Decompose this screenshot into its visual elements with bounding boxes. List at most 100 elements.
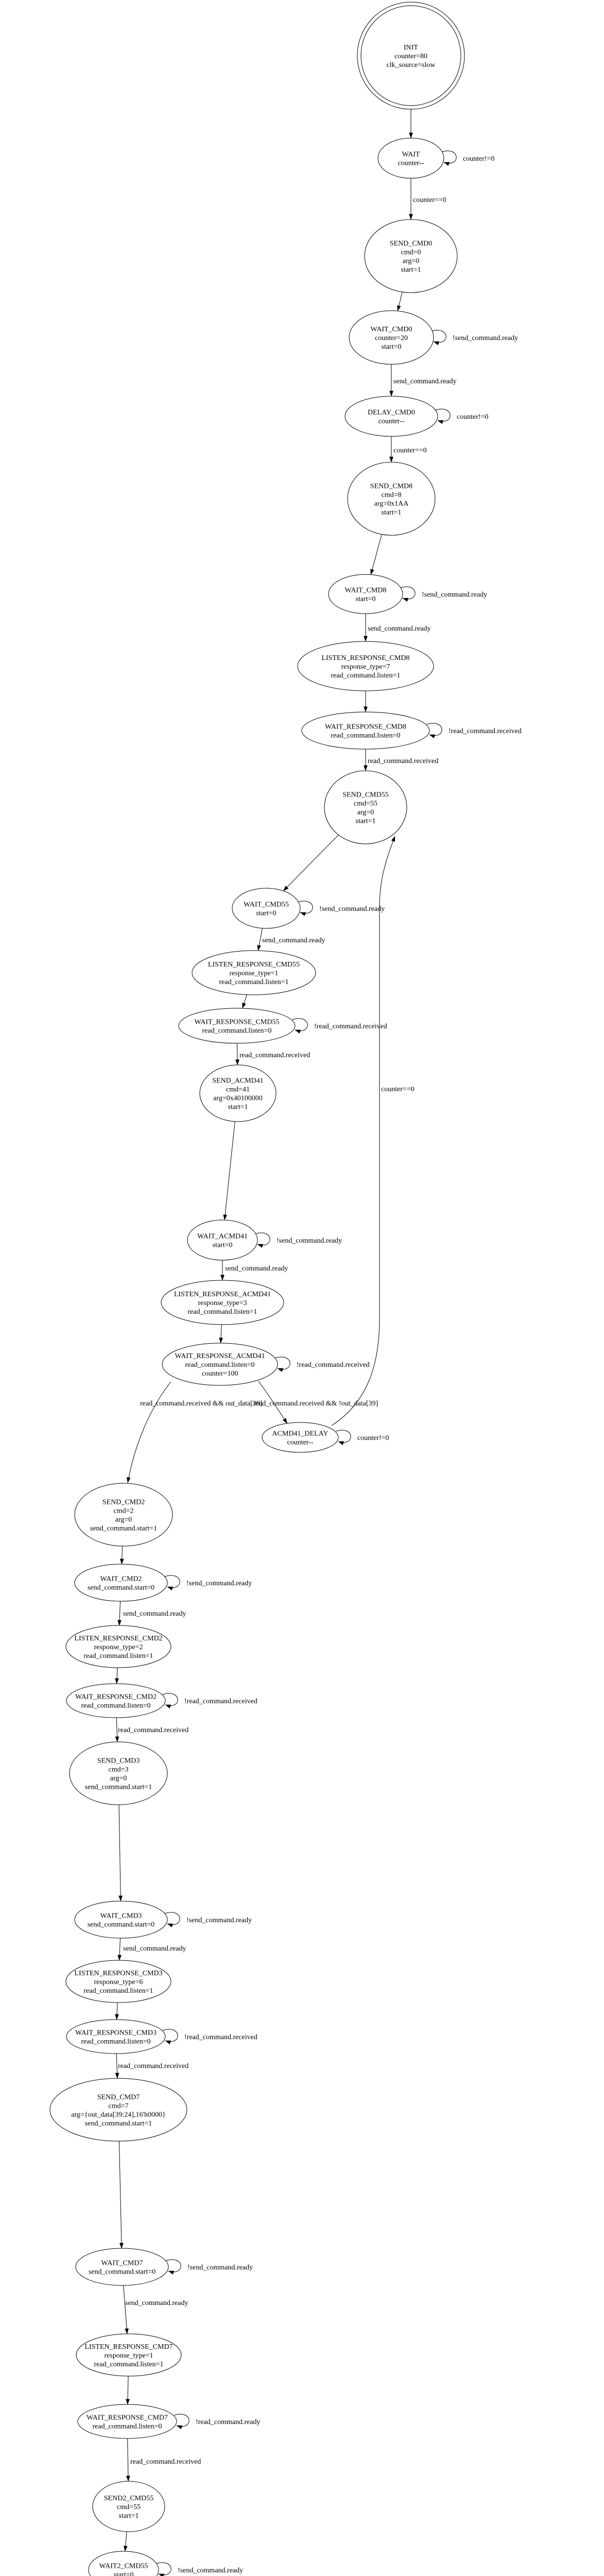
edge-label-WAIT_CMD7-to-LISTEN_RESPONSE_CMD7: send_command.ready bbox=[125, 2299, 188, 2307]
edge-label-ACMD41_DELAY-to-SEND_CMD55: counter==0 bbox=[381, 1086, 415, 1093]
state-node-WAIT_RESPONSE_ACMD41: WAIT_RESPONSE_ACMD41read_command.listen=… bbox=[162, 1343, 278, 1386]
state-attr-SEND_CMD7-1: cmd=7 bbox=[109, 2103, 129, 2110]
state-title-WAIT_CMD3: WAIT_CMD3 bbox=[100, 1912, 142, 1920]
edge-WAIT_RESPONSE_CMD55-to-SEND_ACMD41 bbox=[235, 1043, 239, 1065]
state-title-WAIT_CMD8: WAIT_CMD8 bbox=[345, 587, 387, 595]
state-attr-ACMD41_DELAY-1: counter-- bbox=[287, 1439, 313, 1447]
state-shape-LISTEN_RESPONSE_CMD8 bbox=[297, 641, 434, 691]
edge-SEND2_CMD55-to-WAIT2_CMD55 bbox=[123, 2531, 128, 2552]
state-shape-inner-INIT bbox=[360, 5, 461, 106]
state-shape-LISTEN_RESPONSE_CMD2 bbox=[65, 1625, 171, 1668]
state-shape-DELAY_CMD0 bbox=[344, 396, 438, 437]
state-shape-WAIT2_CMD55 bbox=[88, 2551, 159, 2576]
state-attr-WAIT_RESPONSE_ACMD41-1: read_command.listen=0 bbox=[185, 1361, 254, 1369]
state-attr-WAIT-1: counter-- bbox=[398, 160, 424, 167]
state-attr-SEND_CMD55-3: start=1 bbox=[356, 818, 376, 825]
state-shape-LISTEN_RESPONSE_ACMD41 bbox=[161, 1280, 284, 1325]
state-attr-SEND2_CMD55-1: cmd=55 bbox=[117, 2503, 141, 2511]
self-loop-WAIT_ACMD41 bbox=[254, 1232, 270, 1248]
self-loop-label-WAIT_CMD3: !send_command.ready bbox=[186, 1917, 252, 1924]
state-shape-SEND_CMD8 bbox=[347, 462, 436, 536]
edge-label-WAIT_CMD3-to-LISTEN_RESPONSE_CMD3: send_command.ready bbox=[123, 1945, 186, 1953]
state-title-SEND_CMD7: SEND_CMD7 bbox=[97, 2094, 140, 2102]
self-loop-label-WAIT_CMD0: !send_command.ready bbox=[453, 334, 518, 342]
edge-WAIT_CMD55-to-LISTEN_RESPONSE_CMD55 bbox=[257, 928, 263, 951]
state-attr-SEND_CMD2-3: send_command.start=1 bbox=[90, 1525, 157, 1533]
state-title-WAIT_ACMD41: WAIT_ACMD41 bbox=[197, 1233, 248, 1241]
edge-label-WAIT-to-SEND_CMD0: counter==0 bbox=[413, 196, 446, 204]
self-loop-label-WAIT_RESPONSE_ACMD41: !read_command.received bbox=[297, 1361, 370, 1369]
state-title-SEND2_CMD55: SEND2_CMD55 bbox=[104, 2495, 153, 2502]
state-title-WAIT_RESPONSE_CMD3: WAIT_RESPONSE_CMD3 bbox=[75, 2029, 157, 2037]
state-title-WAIT_RESPONSE_CMD8: WAIT_RESPONSE_CMD8 bbox=[325, 723, 406, 731]
state-attr-WAIT_ACMD41-1: start=0 bbox=[213, 1242, 233, 1249]
state-shape-WAIT_CMD7 bbox=[75, 2248, 169, 2286]
edge-label-WAIT_CMD0-to-DELAY_CMD0: send_command.ready bbox=[393, 378, 456, 385]
state-node-LISTEN_RESPONSE_ACMD41: LISTEN_RESPONSE_ACMD41response_type=3rea… bbox=[161, 1280, 284, 1325]
self-loop-WAIT_RESPONSE_CMD3 bbox=[162, 2029, 178, 2044]
state-shape-SEND_CMD55 bbox=[324, 770, 407, 844]
self-loop-WAIT_CMD8 bbox=[400, 586, 416, 602]
state-shape-SEND_CMD7 bbox=[49, 2078, 187, 2142]
edge-label-WAIT_RESPONSE_CMD3-to-SEND_CMD7: read_command.received bbox=[118, 2062, 188, 2070]
state-shape-ACMD41_DELAY bbox=[262, 1422, 339, 1453]
state-shape-SEND_CMD3 bbox=[69, 1741, 168, 1805]
edge-label-WAIT_RESPONSE_CMD8-to-SEND_CMD55: read_command.received bbox=[368, 757, 438, 765]
state-shape-SEND_CMD0 bbox=[364, 219, 458, 293]
edge-SEND_CMD8-to-WAIT_CMD8 bbox=[370, 534, 382, 575]
state-title-WAIT_RESPONSE_CMD55: WAIT_RESPONSE_CMD55 bbox=[195, 1019, 280, 1026]
self-loop-ACMD41_DELAY bbox=[335, 1430, 351, 1445]
state-shape-WAIT_RESPONSE_CMD2 bbox=[66, 1683, 166, 1718]
edge-SEND_CMD55-to-WAIT_CMD55 bbox=[283, 835, 339, 891]
state-attr-LISTEN_RESPONSE_CMD3-1: response_type=6 bbox=[94, 1978, 143, 1986]
self-loop-label-WAIT: counter!=0 bbox=[463, 155, 495, 163]
state-attr-SEND_CMD3-1: cmd=3 bbox=[109, 1766, 129, 1774]
edge-SEND_CMD3-to-WAIT_CMD3 bbox=[118, 1804, 123, 1902]
state-title-WAIT_CMD7: WAIT_CMD7 bbox=[101, 2260, 143, 2267]
state-attr-LISTEN_RESPONSE_CMD7-2: read_command.listen=1 bbox=[94, 2361, 163, 2368]
state-shape-WAIT_CMD3 bbox=[74, 1901, 168, 1939]
self-loop-label-WAIT_CMD8: !send_command.ready bbox=[422, 591, 487, 599]
state-title-WAIT_RESPONSE_CMD2: WAIT_RESPONSE_CMD2 bbox=[75, 1693, 157, 1701]
edge-LISTEN_RESPONSE_CMD3-to-WAIT_RESPONSE_CMD3 bbox=[115, 2002, 119, 2020]
self-loop-label-WAIT_ACMD41: !send_command.ready bbox=[277, 1237, 342, 1245]
state-attr-WAIT_RESPONSE_CMD3-1: read_command.listen=0 bbox=[81, 2038, 150, 2046]
state-attr-SEND2_CMD55-2: start=1 bbox=[119, 2512, 139, 2520]
edge-label-WAIT_ACMD41-to-LISTEN_RESPONSE_ACMD41: send_command.ready bbox=[225, 1265, 288, 1273]
state-attr-WAIT_RESPONSE_CMD55-1: read_command.listen=0 bbox=[202, 1027, 271, 1035]
state-title-WAIT_CMD0: WAIT_CMD0 bbox=[371, 326, 412, 333]
edge-label-WAIT_CMD55-to-LISTEN_RESPONSE_CMD55: send_command.ready bbox=[262, 937, 325, 944]
state-node-LISTEN_RESPONSE_CMD55: LISTEN_RESPONSE_CMD55response_type=1read… bbox=[192, 950, 316, 995]
state-attr-LISTEN_RESPONSE_CMD3-2: read_command.listen=1 bbox=[83, 1987, 153, 1995]
edge-SEND_CMD0-to-WAIT_CMD0 bbox=[397, 292, 403, 312]
state-title-LISTEN_RESPONSE_CMD55: LISTEN_RESPONSE_CMD55 bbox=[208, 961, 300, 969]
self-loop-label-ACMD41_DELAY: counter!=0 bbox=[357, 1434, 389, 1442]
state-title-SEND_CMD8: SEND_CMD8 bbox=[370, 483, 412, 490]
state-attr-WAIT_RESPONSE_CMD8-1: read_command.listen=0 bbox=[331, 732, 400, 740]
state-title-WAIT_RESPONSE_CMD7: WAIT_RESPONSE_CMD7 bbox=[87, 2414, 168, 2422]
state-node-SEND_CMD7: SEND_CMD7cmd=7arg={out_data[39:24],16'h0… bbox=[49, 2078, 187, 2142]
state-attr-LISTEN_RESPONSE_CMD8-1: response_type=7 bbox=[341, 663, 390, 671]
state-shape-WAIT_RESPONSE_CMD3 bbox=[66, 2019, 166, 2054]
state-attr-WAIT2_CMD55-1: start=0 bbox=[114, 2571, 134, 2576]
self-loop-WAIT_RESPONSE_CMD8 bbox=[426, 723, 442, 738]
state-title-SEND_CMD55: SEND_CMD55 bbox=[342, 791, 388, 799]
self-loop-label-WAIT_CMD7: !send_command.ready bbox=[187, 2264, 253, 2272]
edge-WAIT_RESPONSE_CMD2-to-SEND_CMD3 bbox=[115, 1717, 119, 1742]
state-attr-LISTEN_RESPONSE_CMD2-2: read_command.listen=1 bbox=[83, 1652, 153, 1660]
state-attr-INIT-2: clk_source=slow bbox=[387, 61, 436, 69]
self-loop-label-WAIT2_CMD55: !send_command.ready bbox=[178, 2567, 243, 2574]
state-attr-SEND_ACMD41-3: start=1 bbox=[228, 1104, 248, 1111]
state-title-SEND_CMD0: SEND_CMD0 bbox=[390, 240, 432, 248]
